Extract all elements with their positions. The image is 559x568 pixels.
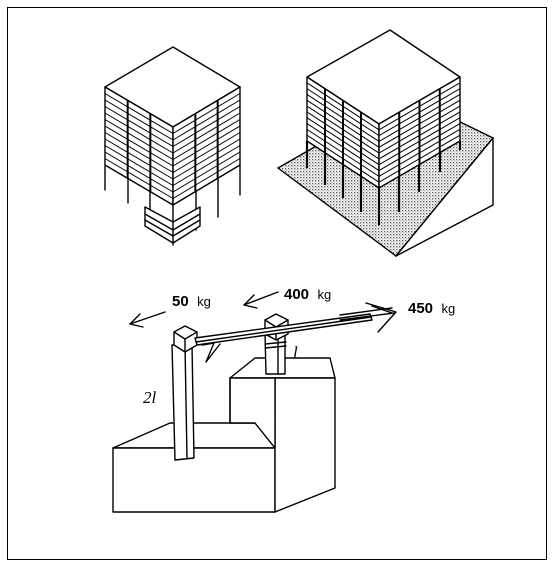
force-label-right: 450 kg [408,300,455,317]
slope-side-face [395,137,494,257]
left-building-columns [104,164,241,246]
right-building-mullions [324,88,441,177]
stepped-foundation [112,357,336,513]
short-column [264,313,289,375]
force-arrow-middle [243,291,279,309]
connecting-beam [194,313,373,363]
left-building-mullions [126,100,219,192]
long-column-length-label: 2l [143,388,157,407]
long-column [171,325,198,461]
short-column-length-label: l [293,343,298,362]
upper-base-front [274,377,336,513]
building-on-sloping-ground [276,29,495,257]
left-building-floor-lines-left [104,93,174,206]
force-arrow-right [339,302,397,333]
left-building-floor-lines-right [172,93,241,206]
right-building-columns [305,141,462,225]
force-arrow-left [129,311,166,328]
building-on-flat-ground [104,46,241,246]
force-label-middle: 400 kg [284,286,331,303]
force-label-left: 50 kg [172,293,211,310]
